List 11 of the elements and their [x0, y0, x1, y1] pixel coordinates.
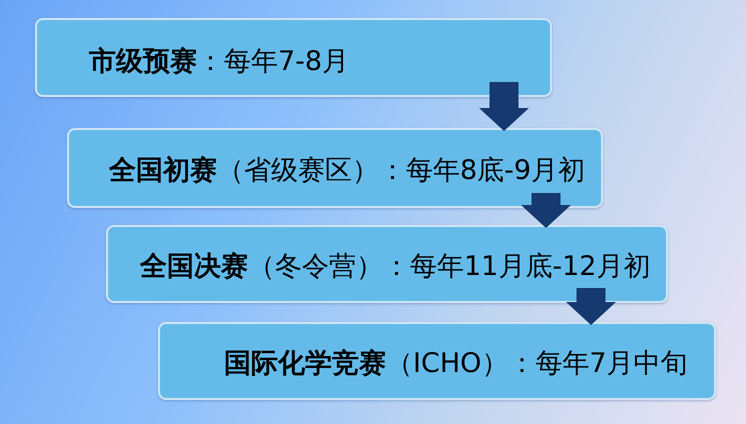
stage-box — [67, 128, 603, 208]
arrow — [521, 193, 571, 228]
arrow — [566, 288, 616, 325]
stage-box — [106, 225, 668, 303]
stage-text: 市级预赛：每年7-8月 — [89, 46, 350, 76]
stage-box — [158, 322, 716, 400]
stage-text: 国际化学竞赛（ICHO）：每年7月中旬 — [224, 349, 688, 379]
stage-text: 全国初赛（省级赛区）：每年8底-9月初 — [109, 156, 586, 186]
stage-text: 全国决赛（冬令营）：每年11月底-12月初 — [140, 252, 650, 282]
stage-box — [35, 18, 552, 97]
arrow — [479, 82, 529, 131]
